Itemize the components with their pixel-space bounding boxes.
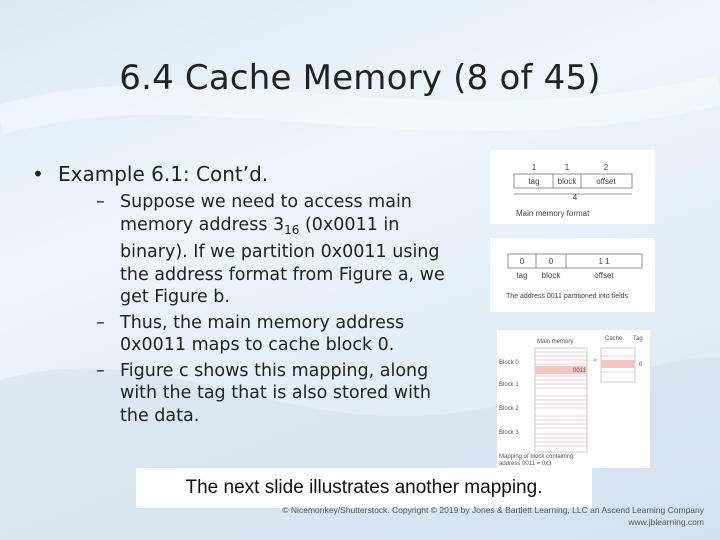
sub-bullet-2: – Thus, the main memory address 0x0011 m… (30, 312, 450, 357)
sub-bullet-1: – Suppose we need to access main memory … (30, 191, 450, 309)
figure-a-main-memory-format: 1 1 2 tag block offset 4 Main memory for… (490, 150, 655, 224)
fig-a-width-tag: 1 (532, 163, 537, 172)
sub-bullet-1-text-b: (0x0011 in binary). If we partition 0x00… (120, 214, 445, 308)
sub-bullet-1-text-a: Suppose we need to access main memory ad… (120, 192, 412, 235)
fig-c-caption-1: Mapping of block containing (499, 454, 573, 460)
fig-a-width-offset: 2 (604, 163, 609, 172)
fig-b-value-tag: 0 (520, 257, 525, 266)
fig-c-cache-highlight (601, 360, 635, 368)
fig-c-tag-label: Tag (633, 336, 643, 342)
bullet-main: • Example 6.1: Cont’d. (30, 160, 450, 188)
sub-bullet-dash: – (96, 192, 105, 212)
sub-bullet-dash: – (96, 312, 105, 333)
fig-b-caption: The address 0011 partitioned into fields (506, 293, 629, 300)
bullet-list: • Example 6.1: Cont’d. – Suppose we need… (30, 160, 450, 427)
fig-a-total: 4 (573, 193, 578, 202)
bullet-main-text: Example 6.1: Cont’d. (58, 162, 269, 186)
fig-c-block-1-label: Block 1 (499, 382, 519, 388)
fig-a-caption: Main memory format (516, 209, 590, 218)
fig-c-highlighted-row (535, 366, 587, 374)
fig-a-field-tag: tag (528, 177, 539, 186)
copyright-line-2: www.jblearning.com (628, 517, 704, 527)
fig-c-block-0-label: Block 0 (499, 360, 519, 366)
fig-b-value-block: 0 (549, 257, 554, 266)
fig-c-block-2-label: Block 2 (499, 406, 519, 412)
fig-b-field-offset: offset (594, 271, 614, 280)
fig-a-field-box (513, 173, 633, 189)
fig-c-caption-2: address 0011 = 0x3 (499, 461, 552, 467)
next-slide-note: The next slide illustrates another mappi… (136, 468, 592, 508)
fig-c-memory-rows (535, 351, 587, 447)
copyright-line-1: © Nicemonkey/Shutterstock. Copyright © 2… (282, 505, 704, 515)
fig-b-field-tag: tag (516, 271, 527, 280)
slide-title: 6.4 Cache Memory (8 of 45) (119, 58, 601, 98)
figure-c-cache-mapping: Main memory Cache Tag Block 0 Block 1 Bl… (497, 330, 650, 468)
fig-c-main-memory-label: Main memory (537, 339, 573, 345)
bullet-dot: • (32, 162, 44, 186)
fig-c-cache-label: Cache (605, 336, 623, 342)
fig-a-width-block: 1 (565, 163, 570, 172)
fig-c-arrow-icon: > (593, 358, 597, 364)
fig-b-field-box (507, 253, 643, 269)
fig-c-address-label: 0011 (573, 368, 587, 374)
fig-b-field-block: block (542, 271, 562, 280)
copyright-footer: © Nicemonkey/Shutterstock. Copyright © 2… (282, 504, 704, 528)
fig-a-field-block: block (558, 177, 578, 186)
sub-bullet-3-text: Figure c shows this mapping, along with … (120, 360, 431, 426)
fig-a-field-offset: offset (596, 177, 616, 186)
fig-b-value-offset: 1 1 (598, 257, 610, 266)
fig-c-tag-value: 0 (639, 362, 643, 368)
figure-b-partitioned-address: 0 0 1 1 tag block offset The address 001… (490, 238, 655, 312)
sub-bullet-3: – Figure c shows this mapping, along wit… (30, 360, 450, 428)
sub-bullet-dash: – (96, 360, 105, 381)
subscript-16: 16 (284, 222, 300, 237)
sub-bullet-2-text: Thus, the main memory address 0x0011 map… (120, 312, 405, 356)
fig-c-block-3-label: Block 3 (499, 430, 519, 436)
